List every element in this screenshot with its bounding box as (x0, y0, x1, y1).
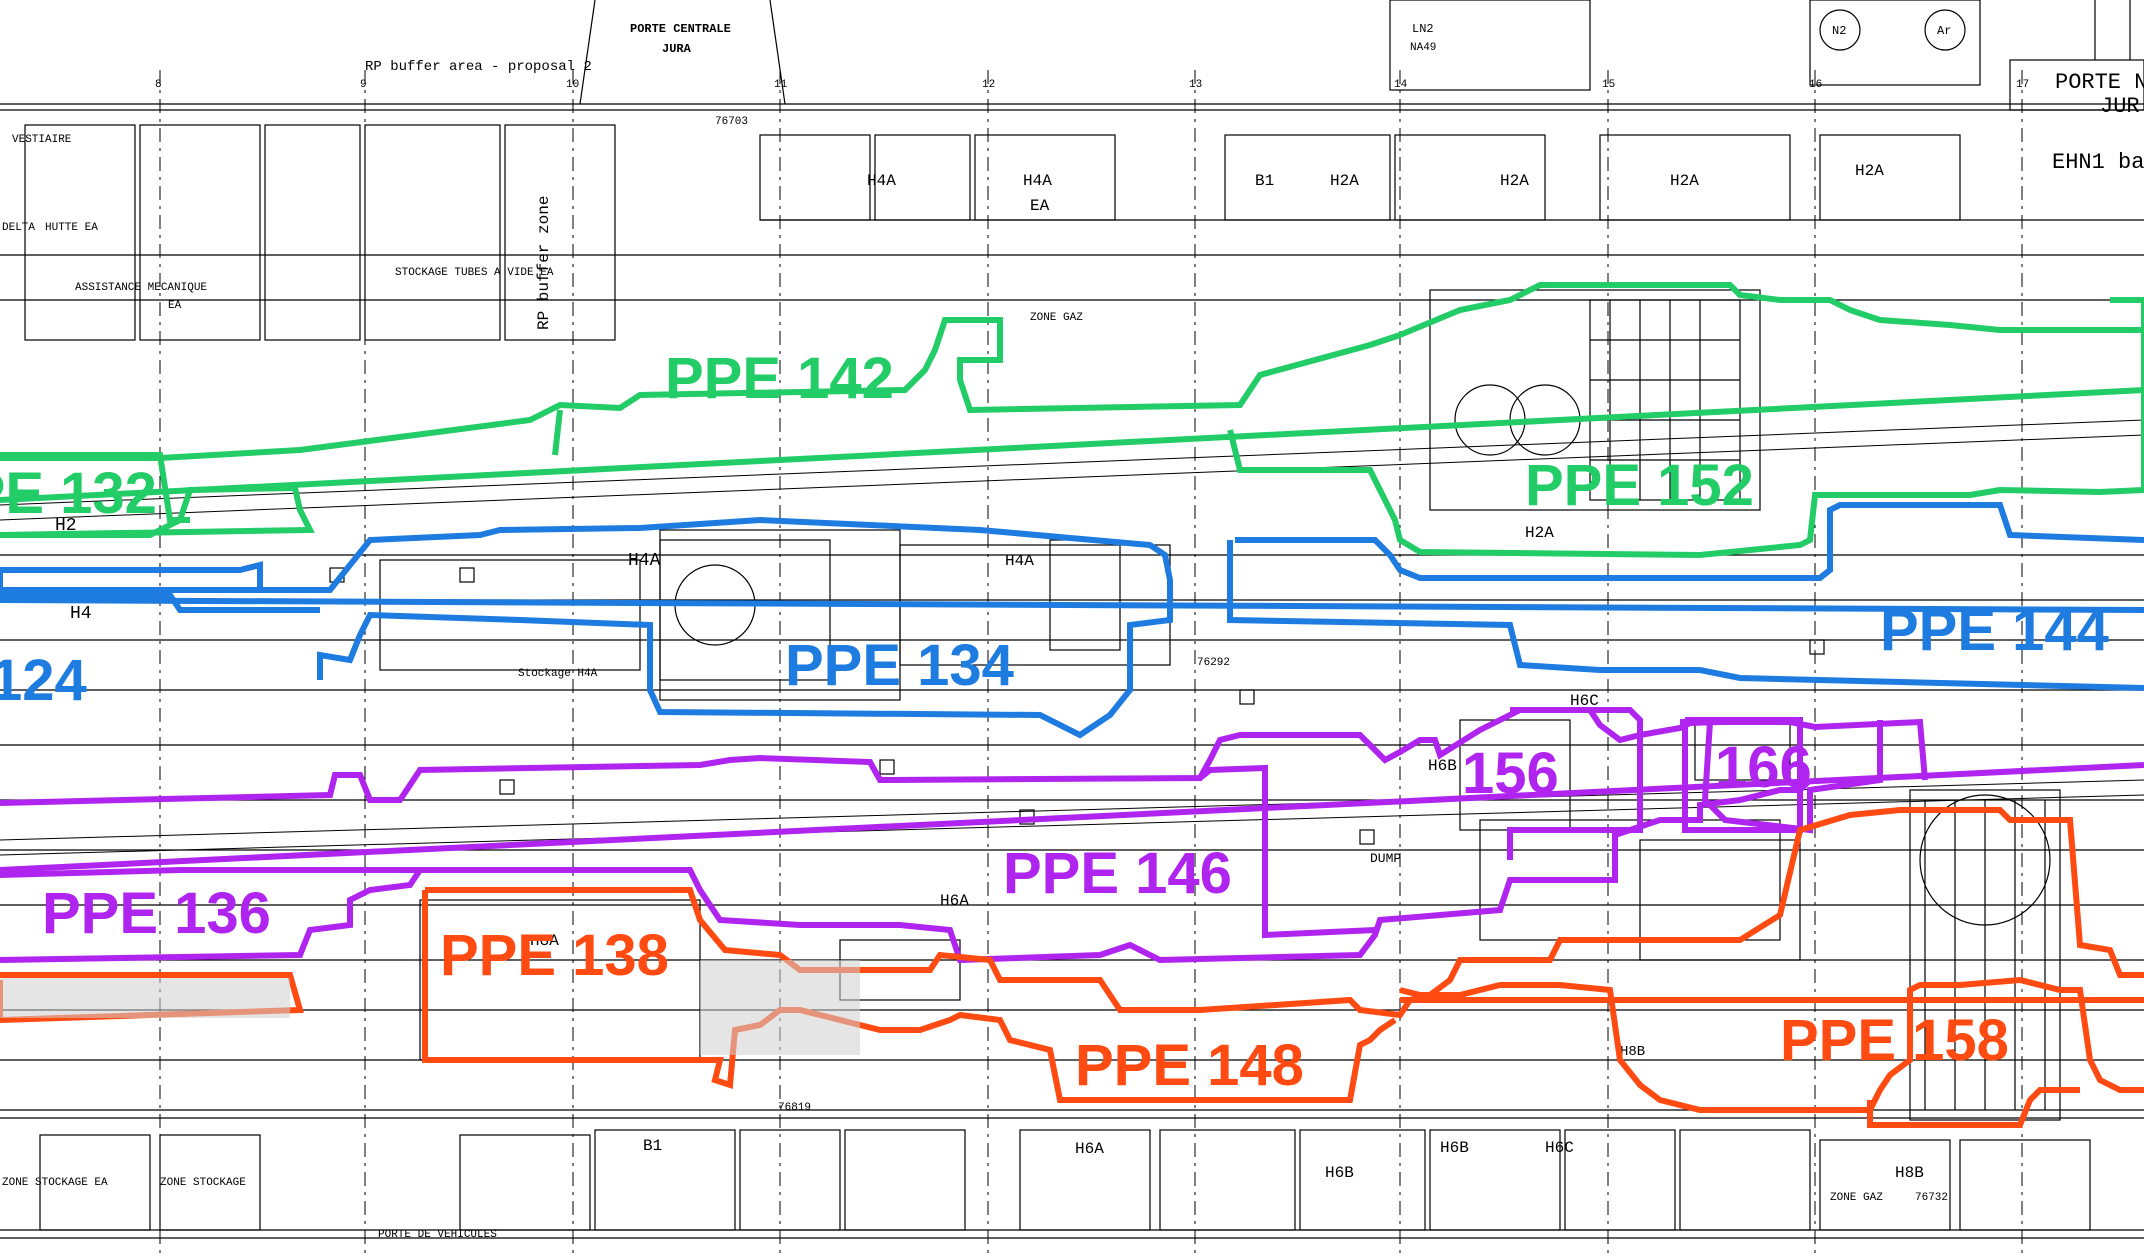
grid-label: 14 (1394, 79, 1408, 91)
room-label: ZONE GAZ (1030, 312, 1083, 324)
ppe-152-label: PPE 152 (1525, 453, 1754, 518)
na49-label: NA49 (1410, 42, 1436, 54)
ppe-132-label: PPE 132 (0, 461, 157, 526)
ppe-136-lower (0, 777, 1813, 964)
n2-label: N2 (1832, 24, 1846, 38)
ppe-134-label: PPE 134 (785, 633, 1014, 698)
room-label: DUMP (1370, 851, 1401, 866)
room-label: PORTE DE VEHICULES (378, 1229, 497, 1241)
room-label: VESTIAIRE (12, 134, 72, 146)
room-label: H6C (1545, 1139, 1574, 1157)
room-label: H4A (628, 551, 661, 571)
room-label: 76292 (1197, 657, 1230, 669)
ppe-144-bottom (1227, 540, 2144, 691)
room-label: H2A (1500, 172, 1529, 190)
ppe-142-boundary (0, 282, 2144, 461)
ppe-136-left (0, 867, 690, 963)
room-label: Stockage H4A (518, 668, 598, 680)
ppe-144-label: PPE 144 (1880, 598, 2109, 663)
room-label: H2A (1525, 524, 1554, 542)
room-label: H6B (1428, 757, 1457, 775)
ppe-144-boundary (1235, 502, 2144, 581)
ppe-142-label: PPE 142 (665, 346, 894, 411)
room-label: ZONE GAZ (1830, 1192, 1883, 1204)
ppe-134-boundary (0, 516, 1173, 739)
ppe-166-label: 166 (1715, 735, 1812, 800)
grid-label: 12 (982, 79, 995, 91)
ppe-132-outer (0, 452, 190, 523)
room-label: H8B (1620, 1044, 1645, 1060)
ppe-156-boundary (1507, 707, 1643, 860)
room-label: H6C (1570, 692, 1599, 710)
grid-label: 8 (155, 79, 162, 91)
ppe-blue-beam (0, 597, 2144, 613)
grid-label: 9 (360, 79, 367, 91)
room-label: H6B (1325, 1164, 1354, 1182)
grid-label: 17 (2016, 79, 2029, 91)
room-label: H8B (1895, 1164, 1924, 1182)
ppe-166-boundary (1680, 719, 1883, 834)
grid-label: 16 (1809, 79, 1822, 91)
room-label: B1 (1255, 172, 1274, 190)
ppe-152-right (2110, 297, 2144, 490)
ln2-label: LN2 (1412, 22, 1434, 36)
ppe-152-boundary (1227, 429, 2144, 559)
room-label: H8A (530, 932, 559, 950)
ar-label: Ar (1937, 24, 1951, 38)
ppe-146-label: PPE 146 (1003, 841, 1232, 906)
room-label: ASSISTANCE MECANIQUE (75, 282, 207, 294)
ppe-green-upper (552, 409, 563, 456)
room-label: EA (168, 300, 182, 312)
room-label: ZONE STOCKAGE EA (2, 1177, 108, 1189)
ppe-138-label: PPE 138 (440, 923, 669, 988)
ppe-138-inner (422, 890, 1397, 1103)
room-label: H6A (940, 892, 969, 910)
room-label: H2A (1330, 172, 1359, 190)
room-label: STOCKAGE TUBES A VIDE EA (395, 267, 554, 279)
ppe-146-boundary (1198, 764, 1376, 939)
rp-buffer-zone-label: RP buffer zone (535, 196, 553, 330)
room-label: B1 (643, 1137, 662, 1155)
grid-label: 13 (1189, 79, 1202, 91)
ppe-136-boundary (0, 707, 1928, 806)
ppe-156-label: 156 (1462, 741, 1559, 806)
ehn1-label: EHN1 ba (2052, 150, 2144, 175)
page-title: RP buffer area - proposal 2 (365, 59, 592, 75)
grid-label: 15 (1602, 79, 1615, 91)
jura-label: JURA (662, 42, 692, 56)
ppe-158-boundary (1867, 1087, 2080, 1128)
room-label: H4A (867, 172, 896, 190)
ppe-148-label: PPE 148 (1075, 1033, 1304, 1098)
ppe-green-beam (0, 387, 2144, 503)
porte-nord-label: PORTE N (2055, 70, 2144, 95)
ppe-purple-beam (0, 762, 2144, 873)
room-label: H4A (1023, 172, 1052, 190)
jura-right-label: JUR (2100, 94, 2140, 119)
room-label: 76819 (778, 1102, 811, 1114)
column-grid (159, 70, 2023, 1256)
room-label: HUTTE EA (45, 222, 98, 234)
room-label: H2A (1855, 162, 1884, 180)
ppe-124-label: 124 (0, 648, 87, 713)
room-label: 76703 (715, 116, 748, 128)
concrete-hatch (0, 960, 860, 1055)
ppe-158-label: PPE 158 (1780, 1008, 2009, 1073)
grid-label: 11 (774, 79, 788, 91)
ppe-136-label: PPE 136 (42, 881, 271, 946)
room-label: H2A (1670, 172, 1699, 190)
room-label: H4A (1005, 552, 1034, 570)
porte-centrale-label: PORTE CENTRALE (630, 22, 731, 36)
room-label: 76732 (1915, 1192, 1948, 1204)
room-label: ZONE STOCKAGE (160, 1177, 246, 1189)
room-label: H6B (1440, 1139, 1469, 1157)
room-label: DELTA (2, 222, 35, 234)
room-label: H6A (1075, 1140, 1104, 1158)
room-label: H4 (70, 604, 92, 624)
grid-label: 10 (566, 79, 579, 91)
room-label: EA (1030, 197, 1050, 215)
